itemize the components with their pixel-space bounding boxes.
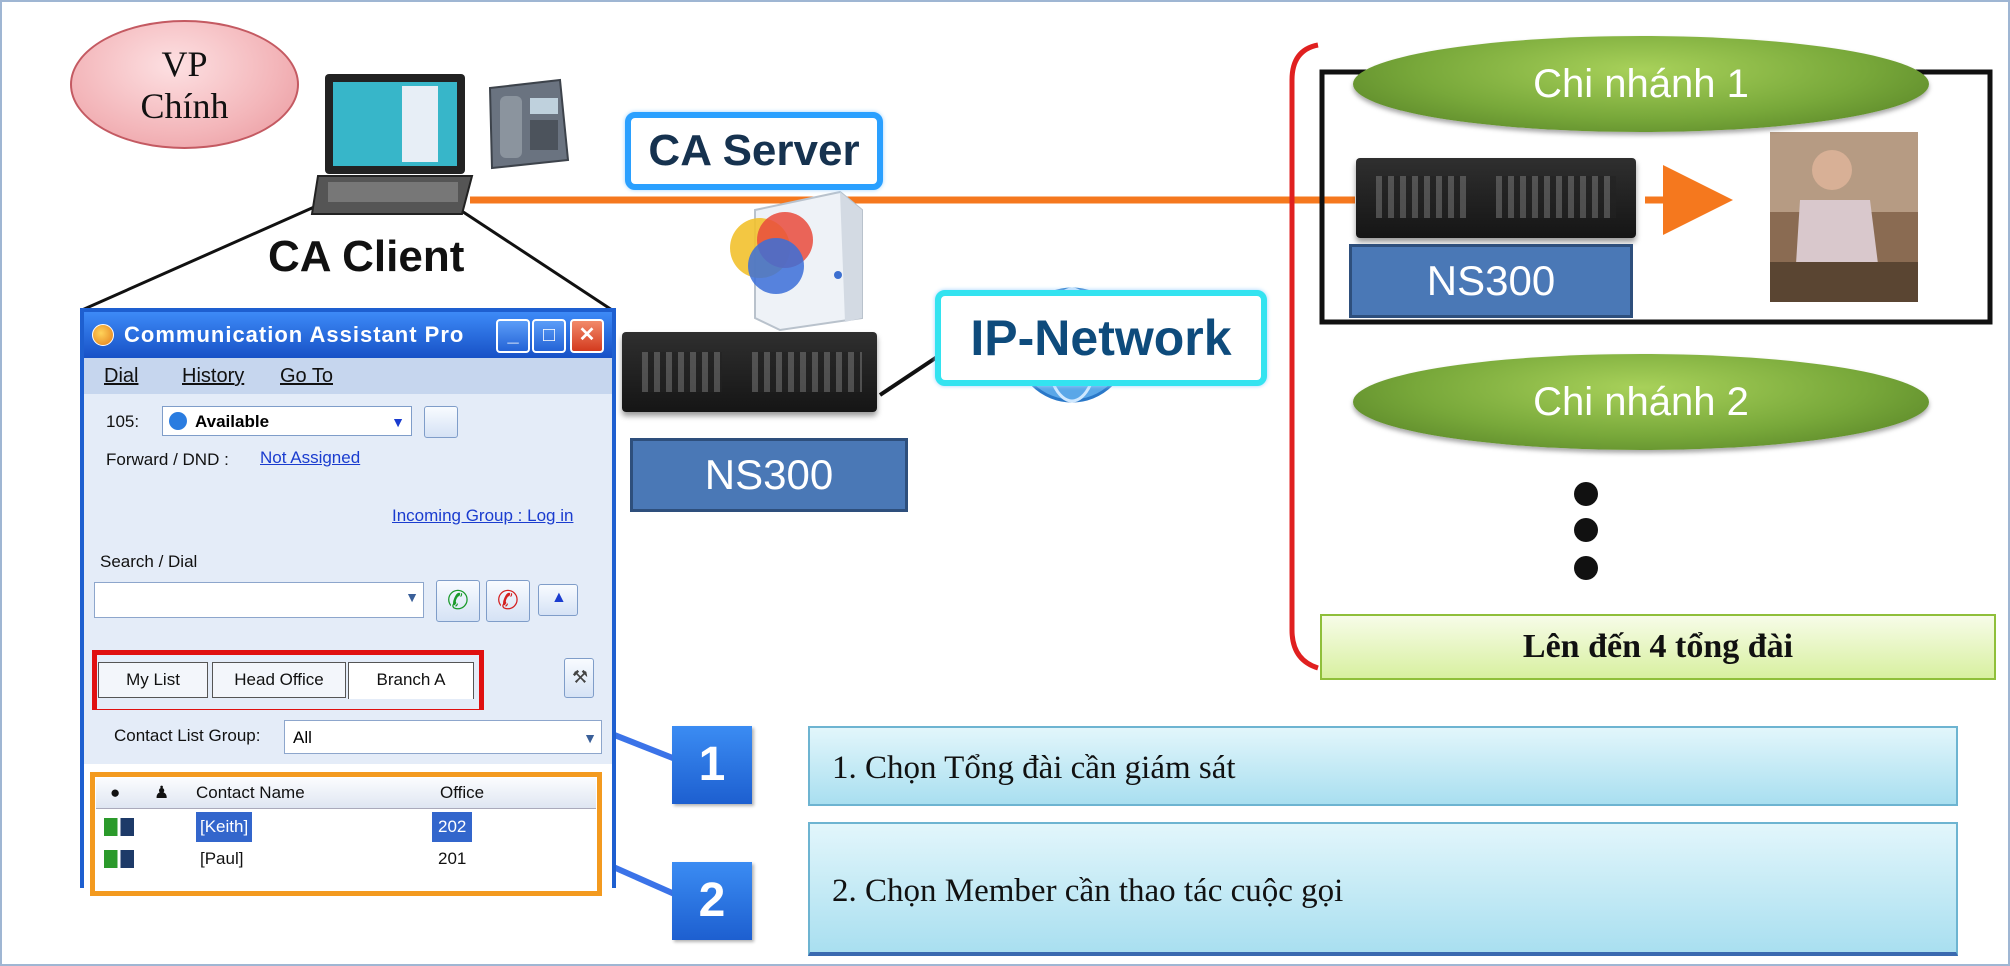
contact-group-value: All: [293, 728, 312, 747]
branch2-label: Chi nhánh 2: [1353, 354, 1929, 450]
minimize-button[interactable]: _: [496, 319, 530, 353]
step-number-2: 2: [672, 862, 752, 940]
search-area: Search / Dial ▼ ✆ ✆ ▲: [84, 544, 612, 644]
zoom-line-right: [444, 198, 613, 312]
contact-office: 202: [432, 812, 473, 842]
phone-answer-icon: ✆: [447, 585, 469, 615]
main-office-label: VP Chính: [70, 20, 299, 149]
zoom-line-left: [81, 198, 331, 312]
column-contact-name[interactable]: Contact Name: [196, 783, 305, 802]
ellipsis-dot: [1574, 556, 1598, 580]
chevron-down-icon: ▼: [583, 730, 597, 746]
transfer-button[interactable]: ▲: [538, 584, 578, 616]
person-icon: ♟: [154, 783, 170, 802]
arrow-up-icon: ▲: [551, 589, 567, 606]
tab-head-office[interactable]: Head Office: [212, 662, 346, 698]
up-to-label: Lên đến 4 tổng đài: [1320, 614, 1996, 680]
status-panel: 105: Available ▼ Forward / DND : Not Ass…: [84, 394, 612, 545]
person-photo: [1770, 132, 1918, 302]
search-dial-input[interactable]: ▼: [94, 582, 424, 618]
menu-history[interactable]: History: [182, 365, 245, 387]
ellipsis-dot: [1574, 518, 1598, 542]
chevron-down-icon: ▼: [391, 414, 405, 430]
call-button[interactable]: ✆: [436, 580, 480, 622]
settings-button[interactable]: ⚒: [564, 658, 594, 698]
contact-row[interactable]: [Paul] 201: [96, 844, 596, 874]
contact-name: [Paul]: [200, 849, 244, 868]
status-settings-button[interactable]: [424, 406, 458, 438]
laptop-icon: [310, 74, 474, 215]
contact-list: ● ♟ Contact Name Office [Keith] 202 [Pau…: [84, 764, 612, 896]
step-number-1: 1: [672, 726, 752, 804]
contact-group-label: Contact List Group:: [114, 726, 261, 745]
maximize-button[interactable]: □: [532, 319, 566, 353]
menu-dial[interactable]: Dial: [104, 365, 139, 387]
branch1-label: Chi nhánh 1: [1353, 36, 1929, 132]
pbx-device-main: [622, 332, 877, 412]
pc-status-icon: [104, 818, 134, 836]
ip-network-label: IP-Network: [935, 290, 1267, 386]
incoming-group-link[interactable]: Incoming Group : Log in: [392, 506, 574, 525]
ellipsis-dot: [1574, 482, 1598, 506]
contact-office: 201: [438, 849, 467, 868]
link-line-ipnet: [878, 353, 942, 397]
desk-phone-icon: [488, 78, 570, 170]
search-label: Search / Dial: [100, 552, 198, 571]
phone-hangup-icon: ✆: [497, 585, 519, 615]
ca-server-label: CA Server: [625, 112, 883, 190]
presence-icon: [169, 412, 187, 430]
contact-name: [Keith]: [196, 812, 253, 842]
app-logo-icon: [92, 324, 114, 346]
extension-label: 105:: [106, 412, 140, 431]
window-titlebar: Communication Assistant Pro _ □ ✕: [84, 312, 612, 358]
info-icon: ●: [110, 783, 121, 802]
chevron-down-icon[interactable]: ▼: [405, 589, 419, 605]
ca-logo-icon: [730, 212, 813, 294]
forward-value-link[interactable]: Not Assigned: [260, 448, 361, 467]
close-button[interactable]: ✕: [570, 319, 604, 353]
tab-branch-a[interactable]: Branch A: [348, 662, 474, 699]
tab-my-list[interactable]: My List: [98, 662, 208, 698]
step-2-text: 2. Chọn Member cần thao tác cuộc gọi: [808, 822, 1958, 956]
contact-list-header: ● ♟ Contact Name Office: [96, 778, 596, 809]
step-1-text: 1. Chọn Tổng đài cần giám sát: [808, 726, 1958, 806]
pbx-branch1-label: NS300: [1349, 244, 1633, 318]
tabs-area: My List Head Office Branch A ⚒: [84, 644, 612, 714]
ca-client-label: CA Client: [268, 232, 465, 281]
contact-row[interactable]: [Keith] 202: [96, 812, 596, 842]
window-title: Communication Assistant Pro: [124, 322, 465, 347]
highlight-box-contacts: [90, 772, 602, 896]
ca-pro-window: Communication Assistant Pro _ □ ✕ Dial H…: [80, 308, 616, 896]
pbx-main-label: NS300: [630, 438, 908, 512]
contact-group-row: Contact List Group: All ▼: [84, 710, 612, 764]
pbx-device-branch1: [1356, 158, 1636, 238]
wrench-icon: ⚒: [572, 667, 589, 687]
contact-group-select[interactable]: All ▼: [284, 720, 602, 754]
hangup-button[interactable]: ✆: [486, 580, 530, 622]
column-office[interactable]: Office: [440, 783, 485, 802]
forward-label: Forward / DND :: [106, 450, 229, 469]
menu-goto[interactable]: Go To: [280, 365, 333, 387]
pc-status-icon: [104, 850, 134, 868]
status-value: Available: [195, 412, 270, 431]
status-select[interactable]: Available ▼: [162, 406, 412, 436]
menu-bar: Dial History Go To: [84, 358, 612, 394]
branch-bracket: [1289, 42, 1319, 671]
